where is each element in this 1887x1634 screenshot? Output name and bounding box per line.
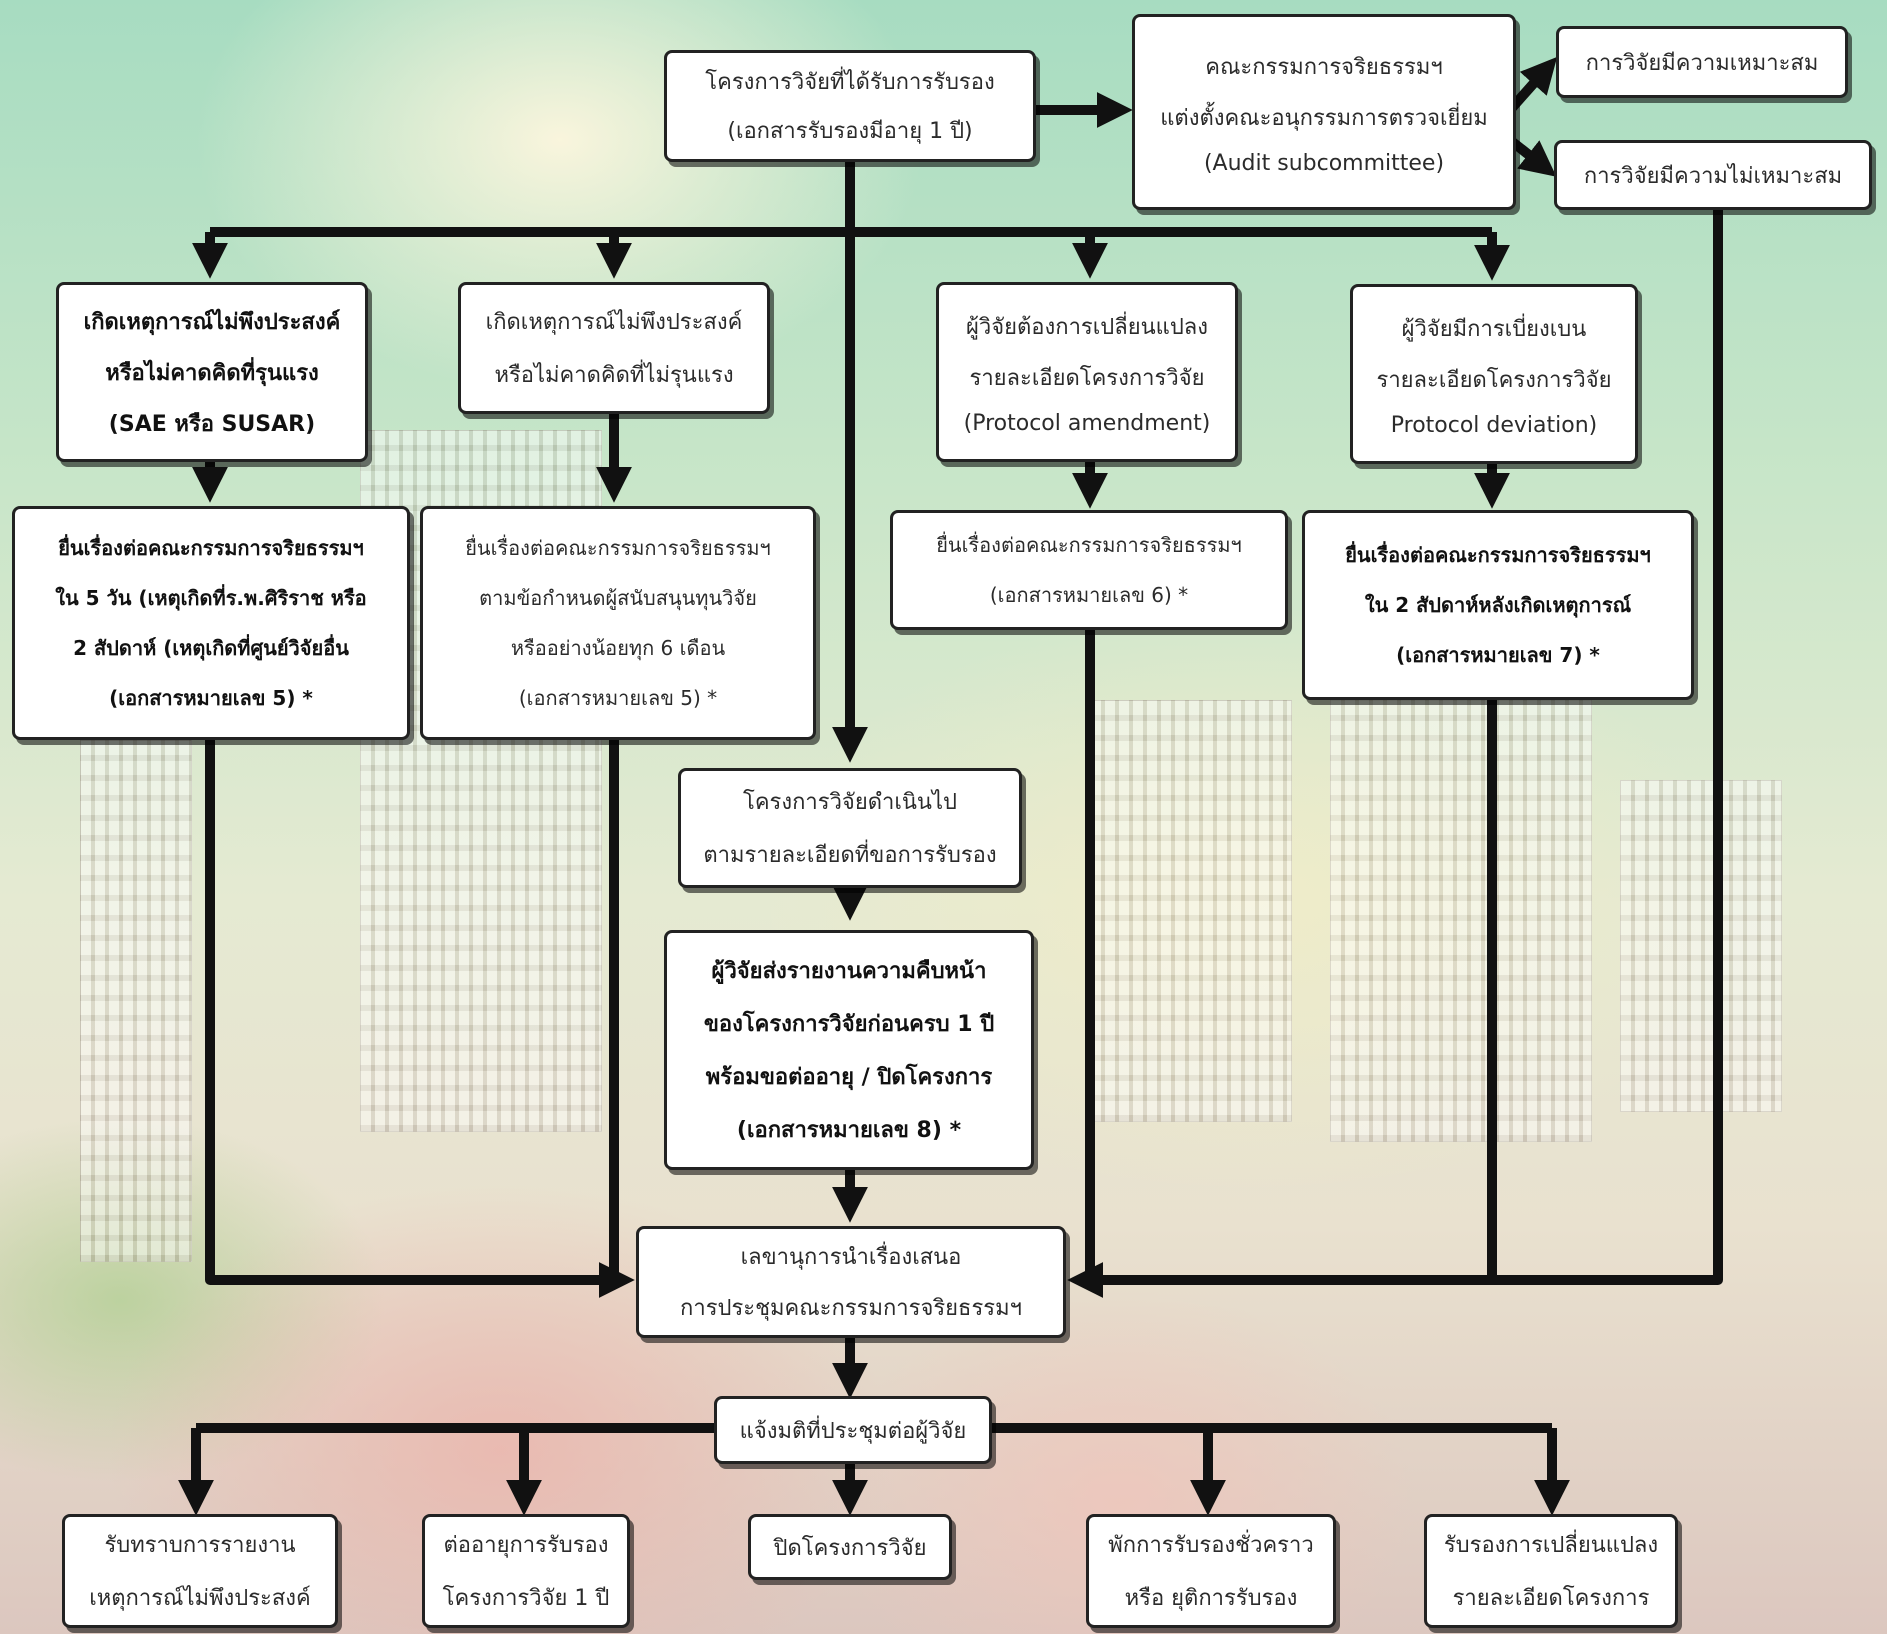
non-sae-submission-box: ยื่นเรื่องต่อคณะกรรมการจริยธรรมฯ ตามข้อก… bbox=[420, 506, 816, 740]
sae-line2: หรือไม่คาดคิดที่รุนแรง bbox=[105, 360, 319, 386]
extend-approval-box: ต่ออายุการรับรอง โครงการวิจัย 1 ปี bbox=[422, 1514, 630, 1628]
background-building bbox=[1090, 700, 1292, 1122]
sae-event-box: เกิดเหตุการณ์ไม่พึงประสงค์ หรือไม่คาดคิด… bbox=[56, 282, 368, 462]
acknowledge-report-box: รับทราบการรายงาน เหตุการณ์ไม่พึงประสงค์ bbox=[62, 1514, 338, 1628]
extend-line2: โครงการวิจัย 1 ปี bbox=[442, 1586, 610, 1611]
amendment-submission-box: ยื่นเรื่องต่อคณะกรรมการจริยธรรมฯ (เอกสาร… bbox=[890, 510, 1288, 630]
suspend-line1: พักการรับรองชั่วคราว bbox=[1108, 1533, 1314, 1558]
background-building bbox=[80, 740, 192, 1262]
amendment-submit-line1: ยื่นเรื่องต่อคณะกรรมการจริยธรรมฯ bbox=[936, 533, 1242, 557]
suspend-line2: หรือ ยุติการรับรอง bbox=[1124, 1586, 1298, 1611]
background-building bbox=[1620, 780, 1782, 1112]
secretary-line1: เลขานุการนำเรื่องเสนอ bbox=[740, 1245, 962, 1270]
ongoing-line1: โครงการวิจัยดำเนินไป bbox=[743, 790, 957, 815]
non-sae-line2: หรือไม่คาดคิดที่ไม่รุนแรง bbox=[494, 363, 734, 388]
audit-line1: คณะกรรมการจริยธรรมฯ bbox=[1205, 54, 1443, 80]
deviation-event-box: ผู้วิจัยมีการเบี่ยงเบน รายละเอียดโครงการ… bbox=[1350, 284, 1638, 464]
deviation-submit-line2: ใน 2 สัปดาห์หลังเกิดเหตุการณ์ bbox=[1364, 593, 1632, 617]
non-sae-line1: เกิดเหตุการณ์ไม่พึงประสงค์ bbox=[485, 310, 743, 335]
non-sae-submit-line3: หรืออย่างน้อยทุก 6 เดือน bbox=[510, 636, 726, 660]
notify-label: แจ้งมติที่ประชุมต่อผู้วิจัย bbox=[739, 1418, 967, 1444]
audit-line3: (Audit subcommittee) bbox=[1203, 150, 1445, 176]
sae-submit-line3: 2 สัปดาห์ (เหตุเกิดที่ศูนย์วิจัยอื่น bbox=[73, 636, 349, 660]
outcome-inappropriate-box: การวิจัยมีความไม่เหมาะสม bbox=[1554, 140, 1872, 210]
amendment-line3: (Protocol amendment) bbox=[963, 410, 1211, 436]
sae-submit-line4: (เอกสารหมายเลข 5) * bbox=[109, 686, 313, 710]
extend-line1: ต่ออายุการรับรอง bbox=[443, 1533, 609, 1558]
acknowledge-line1: รับทราบการรายงาน bbox=[104, 1533, 296, 1558]
amendment-event-box: ผู้วิจัยต้องการเปลี่ยนแปลง รายละเอียดโคร… bbox=[936, 282, 1238, 462]
non-sae-submit-line4: (เอกสารหมายเลข 5) * bbox=[518, 686, 718, 710]
non-sae-submit-line2: ตามข้อกำหนดผู้สนับสนุนทุนวิจัย bbox=[479, 586, 757, 610]
approve-changes-line2: รายละเอียดโครงการ bbox=[1452, 1586, 1650, 1611]
close-label: ปิดโครงการวิจัย bbox=[773, 1535, 927, 1561]
amendment-line1: ผู้วิจัยต้องการเปลี่ยนแปลง bbox=[965, 314, 1209, 340]
close-project-box: ปิดโครงการวิจัย bbox=[748, 1514, 952, 1580]
deviation-submit-line1: ยื่นเรื่องต่อคณะกรรมการจริยธรรมฯ bbox=[1345, 543, 1651, 567]
background-building bbox=[1330, 680, 1592, 1142]
arrow-to-appropriate bbox=[1506, 56, 1558, 114]
secretary-box: เลขานุการนำเรื่องเสนอ การประชุมคณะกรรมกา… bbox=[636, 1226, 1066, 1338]
approved-project-box: โครงการวิจัยที่ได้รับการรับรอง (เอกสารรั… bbox=[664, 50, 1036, 162]
ongoing-project-box: โครงการวิจัยดำเนินไป ตามรายละเอียดที่ขอก… bbox=[678, 768, 1022, 888]
deviation-line2: รายละเอียดโครงการวิจัย bbox=[1376, 367, 1612, 393]
sae-line1: เกิดเหตุการณ์ไม่พึงประสงค์ bbox=[83, 309, 341, 335]
sae-line3: (SAE หรือ SUSAR) bbox=[108, 411, 316, 437]
outcome-appropriate-label: การวิจัยมีความเหมาะสม bbox=[1585, 50, 1819, 76]
progress-line4: (เอกสารหมายเลข 8) * bbox=[736, 1118, 962, 1143]
suspend-terminate-box: พักการรับรองชั่วคราว หรือ ยุติการรับรอง bbox=[1086, 1514, 1336, 1628]
outcome-inappropriate-label: การวิจัยมีความไม่เหมาะสม bbox=[1583, 163, 1843, 189]
deviation-line3: Protocol deviation) bbox=[1390, 412, 1598, 438]
non-sae-submit-line1: ยื่นเรื่องต่อคณะกรรมการจริยธรรมฯ bbox=[465, 536, 771, 560]
acknowledge-line2: เหตุการณ์ไม่พึงประสงค์ bbox=[89, 1586, 311, 1611]
approved-project-line1: โครงการวิจัยที่ได้รับการรับรอง bbox=[705, 70, 995, 95]
approve-changes-box: รับรองการเปลี่ยนแปลง รายละเอียดโครงการ bbox=[1424, 1514, 1678, 1628]
secretary-line2: การประชุมคณะกรรมการจริยธรรมฯ bbox=[680, 1296, 1022, 1321]
ongoing-line2: ตามรายละเอียดที่ขอการรับรอง bbox=[703, 843, 997, 868]
collector-left bbox=[205, 740, 635, 1298]
approved-project-line2: (เอกสารรับรองมีอายุ 1 ปี) bbox=[727, 119, 973, 144]
sae-submission-box: ยื่นเรื่องต่อคณะกรรมการจริยธรรมฯ ใน 5 วั… bbox=[12, 506, 410, 740]
audit-line2: แต่งตั้งคณะอนุกรรมการตรวจเยี่ยม bbox=[1160, 105, 1488, 131]
sae-submit-line2: ใน 5 วัน (เหตุเกิดที่ร.พ.ศิริราช หรือ bbox=[55, 586, 367, 610]
deviation-submit-line3: (เอกสารหมายเลข 7) * bbox=[1396, 643, 1600, 667]
amendment-line2: รายละเอียดโครงการวิจัย bbox=[969, 365, 1205, 391]
arrow-to-inappropriate bbox=[1506, 136, 1557, 177]
outcome-appropriate-box: การวิจัยมีความเหมาะสม bbox=[1556, 26, 1848, 98]
amendment-submit-line2: (เอกสารหมายเลข 6) * bbox=[989, 583, 1189, 607]
progress-report-box: ผู้วิจัยส่งรายงานความคืบหน้า ของโครงการว… bbox=[664, 930, 1034, 1170]
deviation-line1: ผู้วิจัยมีการเบี่ยงเบน bbox=[1401, 316, 1587, 342]
progress-line3: พร้อมขอต่ออายุ / ปิดโครงการ bbox=[705, 1065, 993, 1090]
non-sae-event-box: เกิดเหตุการณ์ไม่พึงประสงค์ หรือไม่คาดคิด… bbox=[458, 282, 770, 414]
deviation-submission-box: ยื่นเรื่องต่อคณะกรรมการจริยธรรมฯ ใน 2 สั… bbox=[1302, 510, 1694, 700]
progress-line2: ของโครงการวิจัยก่อนครบ 1 ปี bbox=[703, 1012, 995, 1037]
approve-changes-line1: รับรองการเปลี่ยนแปลง bbox=[1443, 1533, 1659, 1558]
notify-researcher-box: แจ้งมติที่ประชุมต่อผู้วิจัย bbox=[714, 1396, 992, 1464]
sae-submit-line1: ยื่นเรื่องต่อคณะกรรมการจริยธรรมฯ bbox=[58, 536, 364, 560]
audit-subcommittee-box: คณะกรรมการจริยธรรมฯ แต่งตั้งคณะอนุกรรมกา… bbox=[1132, 14, 1516, 210]
progress-line1: ผู้วิจัยส่งรายงานความคืบหน้า bbox=[711, 959, 987, 984]
collector-right bbox=[1067, 210, 1723, 1298]
